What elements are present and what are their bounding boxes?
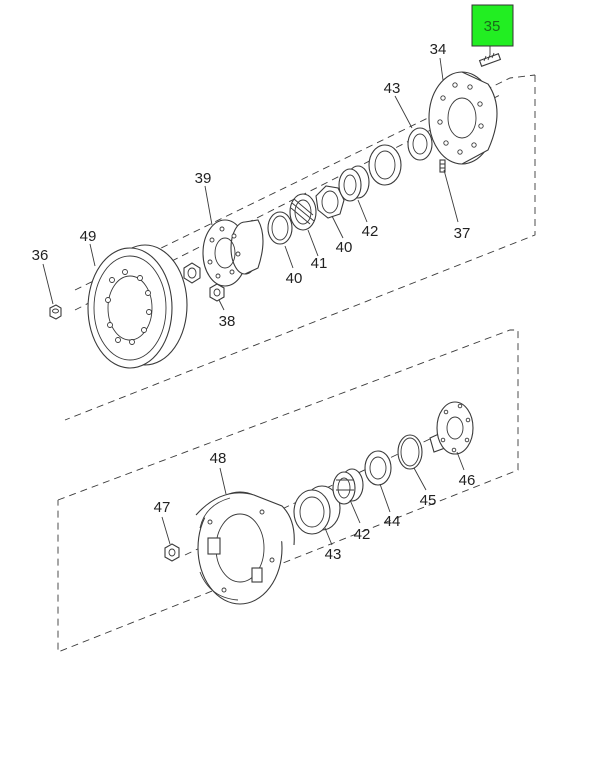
brake-backing-plate[interactable] — [195, 491, 295, 605]
callout-43-lower[interactable]: 43 — [325, 546, 342, 563]
callout-48[interactable]: 48 — [210, 450, 227, 467]
callout-45[interactable]: 45 — [420, 492, 437, 509]
callout-37[interactable]: 37 — [454, 225, 471, 242]
needle-bearing[interactable] — [289, 193, 317, 231]
wheel-hub[interactable] — [202, 219, 264, 287]
snap-ring[interactable] — [397, 434, 423, 470]
oil-seal[interactable] — [364, 450, 392, 486]
lock-nut[interactable] — [209, 283, 225, 302]
callout-43-upper[interactable]: 43 — [384, 80, 401, 97]
callout-34[interactable]: 34 — [430, 41, 447, 58]
drum-stud[interactable] — [439, 159, 446, 173]
callout-39[interactable]: 39 — [195, 170, 212, 187]
callout-highlight-box[interactable] — [471, 4, 514, 47]
wheel-stud[interactable] — [478, 52, 502, 67]
leader-lines — [42, 37, 491, 546]
tapered-bearing-lower[interactable] — [332, 468, 364, 505]
callout-42-upper[interactable]: 42 — [362, 223, 379, 240]
callout-40-right[interactable]: 40 — [336, 239, 353, 256]
wheel-nut[interactable] — [49, 304, 62, 320]
bearing-race-lower[interactable] — [293, 485, 341, 535]
bearing-cup-ring[interactable] — [368, 144, 402, 186]
seal-ring-right[interactable] — [315, 185, 345, 219]
upper-assembly-outline — [64, 74, 536, 421]
callout-41[interactable]: 41 — [311, 255, 328, 272]
bearing-race-upper[interactable] — [407, 127, 433, 161]
callout-40-left[interactable]: 40 — [286, 270, 303, 287]
hub-nut[interactable] — [183, 262, 201, 284]
callout-46[interactable]: 46 — [459, 472, 476, 489]
hub-flange[interactable] — [428, 71, 498, 165]
tapered-bearing-upper[interactable] — [338, 165, 370, 202]
callout-47[interactable]: 47 — [154, 499, 171, 516]
callout-38[interactable]: 38 — [219, 313, 236, 330]
upper-axis-line — [74, 94, 501, 311]
callout-49[interactable]: 49 — [80, 228, 97, 245]
callout-35-highlight[interactable]: 35 — [471, 4, 514, 47]
callout-number: 35 — [484, 18, 501, 35]
callout-44[interactable]: 44 — [384, 513, 401, 530]
lower-assembly-outline — [57, 329, 519, 653]
seal-ring-left[interactable] — [267, 211, 293, 245]
brake-drum[interactable] — [87, 244, 188, 369]
callout-42-lower[interactable]: 42 — [354, 526, 371, 543]
callout-36[interactable]: 36 — [32, 247, 49, 264]
spindle-flange[interactable] — [429, 401, 474, 455]
backing-plate-nut[interactable] — [164, 543, 180, 562]
